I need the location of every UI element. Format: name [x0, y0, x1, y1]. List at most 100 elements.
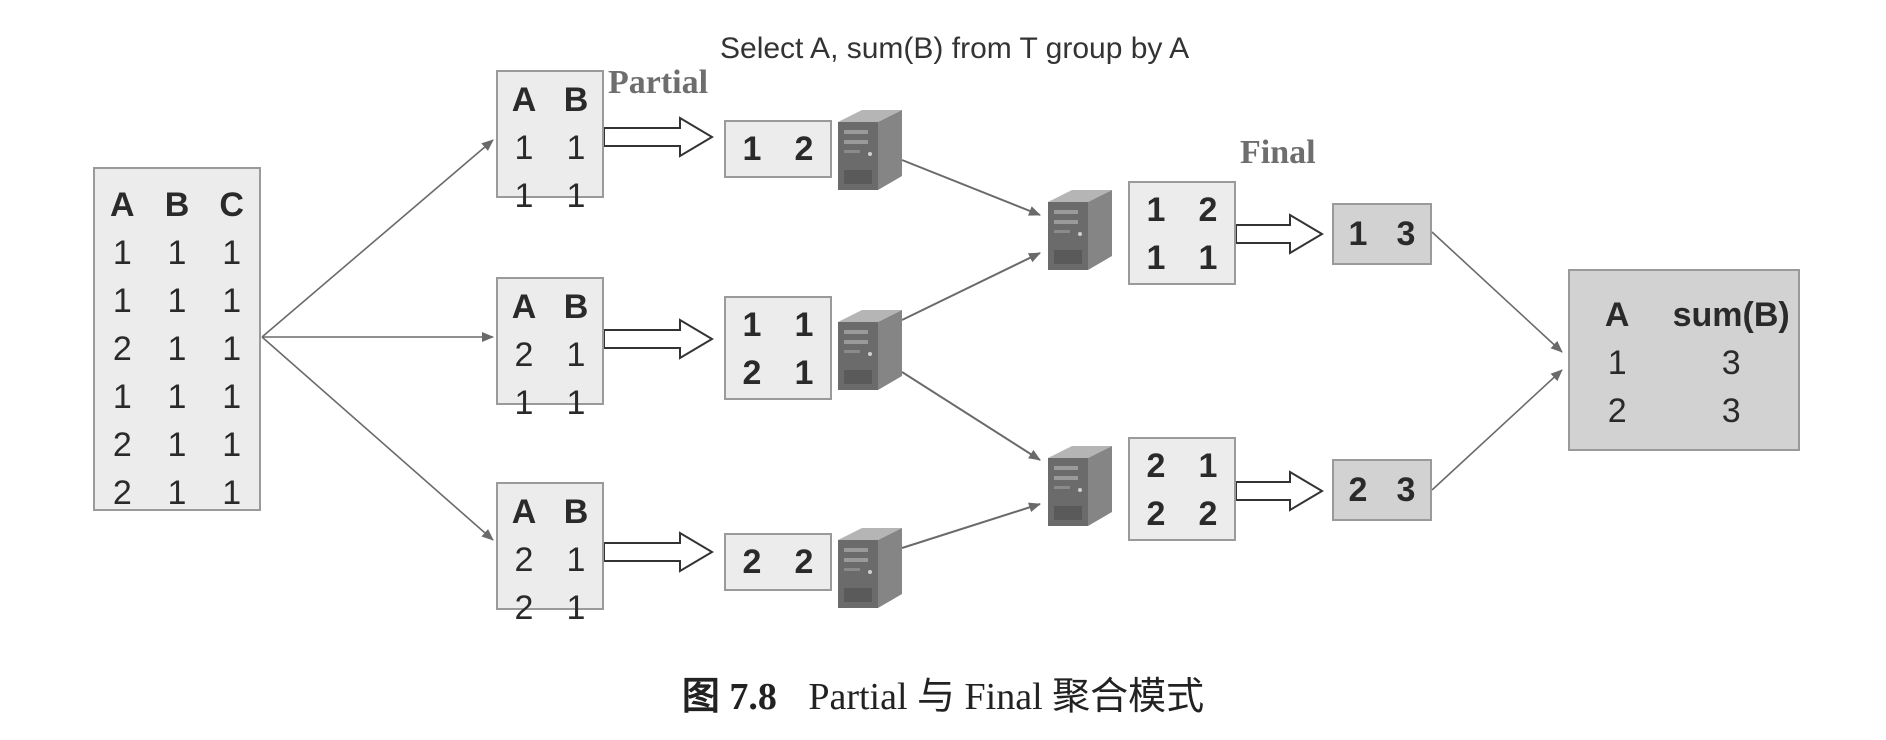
table-cell: 1 [167, 377, 187, 416]
table-cell: 1 [566, 128, 586, 167]
table-cell: 3 [1721, 391, 1741, 430]
table-cell: 1 [514, 128, 534, 167]
table-cell: 1 [222, 281, 242, 320]
block-arrows [603, 116, 1324, 573]
query-text: Select A, sum(B) from T group by A [720, 32, 1190, 65]
table-cell: 2 [514, 540, 534, 579]
table-cell: 2 [1607, 391, 1627, 430]
table-cell: 3 [1396, 214, 1416, 253]
table-cell: 1 [222, 473, 242, 512]
table-cell: 1 [167, 281, 187, 320]
header-cell: B [563, 80, 589, 119]
table-cell: 1 [167, 473, 187, 512]
table-cell: 1 [112, 233, 132, 272]
table-cell: 1 [1198, 446, 1218, 485]
header-cell: B [164, 185, 190, 224]
table-cell: 1 [794, 305, 814, 344]
block-arrow-final-1 [1235, 213, 1324, 255]
table-cell: 1 [1146, 238, 1166, 277]
split-lines [261, 139, 494, 541]
table-cell: 1 [167, 425, 187, 464]
final-label: Final [1240, 134, 1316, 171]
table-cell: 1 [742, 305, 762, 344]
table-cell: 1 [222, 233, 242, 272]
header-cell: B [563, 287, 589, 326]
table-cell: 2 [1198, 190, 1218, 229]
figure-caption-text: Partial 与 Final 聚合模式 [808, 676, 1205, 718]
servers [838, 110, 1112, 608]
server-icon [838, 110, 902, 190]
header-cell: B [563, 492, 589, 531]
table-cell: 2 [794, 129, 814, 168]
shuffle-lines [901, 159, 1041, 549]
table-cell: 1 [1198, 238, 1218, 277]
table-cell: 1 [1348, 214, 1368, 253]
table-cell: 3 [1396, 470, 1416, 509]
table-cell: 2 [742, 353, 762, 392]
table-cell: 2 [1146, 446, 1166, 485]
table-cell: 2 [112, 425, 132, 464]
figure-number: 图 7.8 [681, 676, 777, 718]
table-cell: 1 [1146, 190, 1166, 229]
table-cell: 2 [1348, 470, 1368, 509]
header-cell: A [1604, 295, 1630, 334]
table-cell: 2 [514, 588, 534, 627]
table-cell: 1 [566, 176, 586, 215]
table-cell: 1 [566, 588, 586, 627]
table-cell: 1 [566, 540, 586, 579]
table-cell: 2 [794, 542, 814, 581]
header-cell: A [511, 287, 537, 326]
table-cell: 1 [222, 425, 242, 464]
table-cell: 1 [222, 377, 242, 416]
table-cell: 2 [112, 473, 132, 512]
server-icon [838, 310, 902, 390]
merge-lines [1431, 231, 1563, 491]
table-header: A B C [95, 181, 259, 229]
table-cell: 1 [794, 353, 814, 392]
figure-caption: 图 7.8 Partial 与 Final 聚合模式 [0, 665, 1886, 720]
block-arrow-partial-1 [603, 116, 714, 158]
header-cell: A [110, 185, 135, 224]
table-cell: 1 [566, 383, 586, 422]
block-arrow-partial-3 [603, 531, 714, 573]
table-cell: 2 [1198, 494, 1218, 533]
table-cell: 1 [1607, 343, 1627, 382]
table-cell: 2 [112, 329, 132, 368]
table-cell: 1 [167, 233, 187, 272]
table-cell: 1 [112, 281, 132, 320]
